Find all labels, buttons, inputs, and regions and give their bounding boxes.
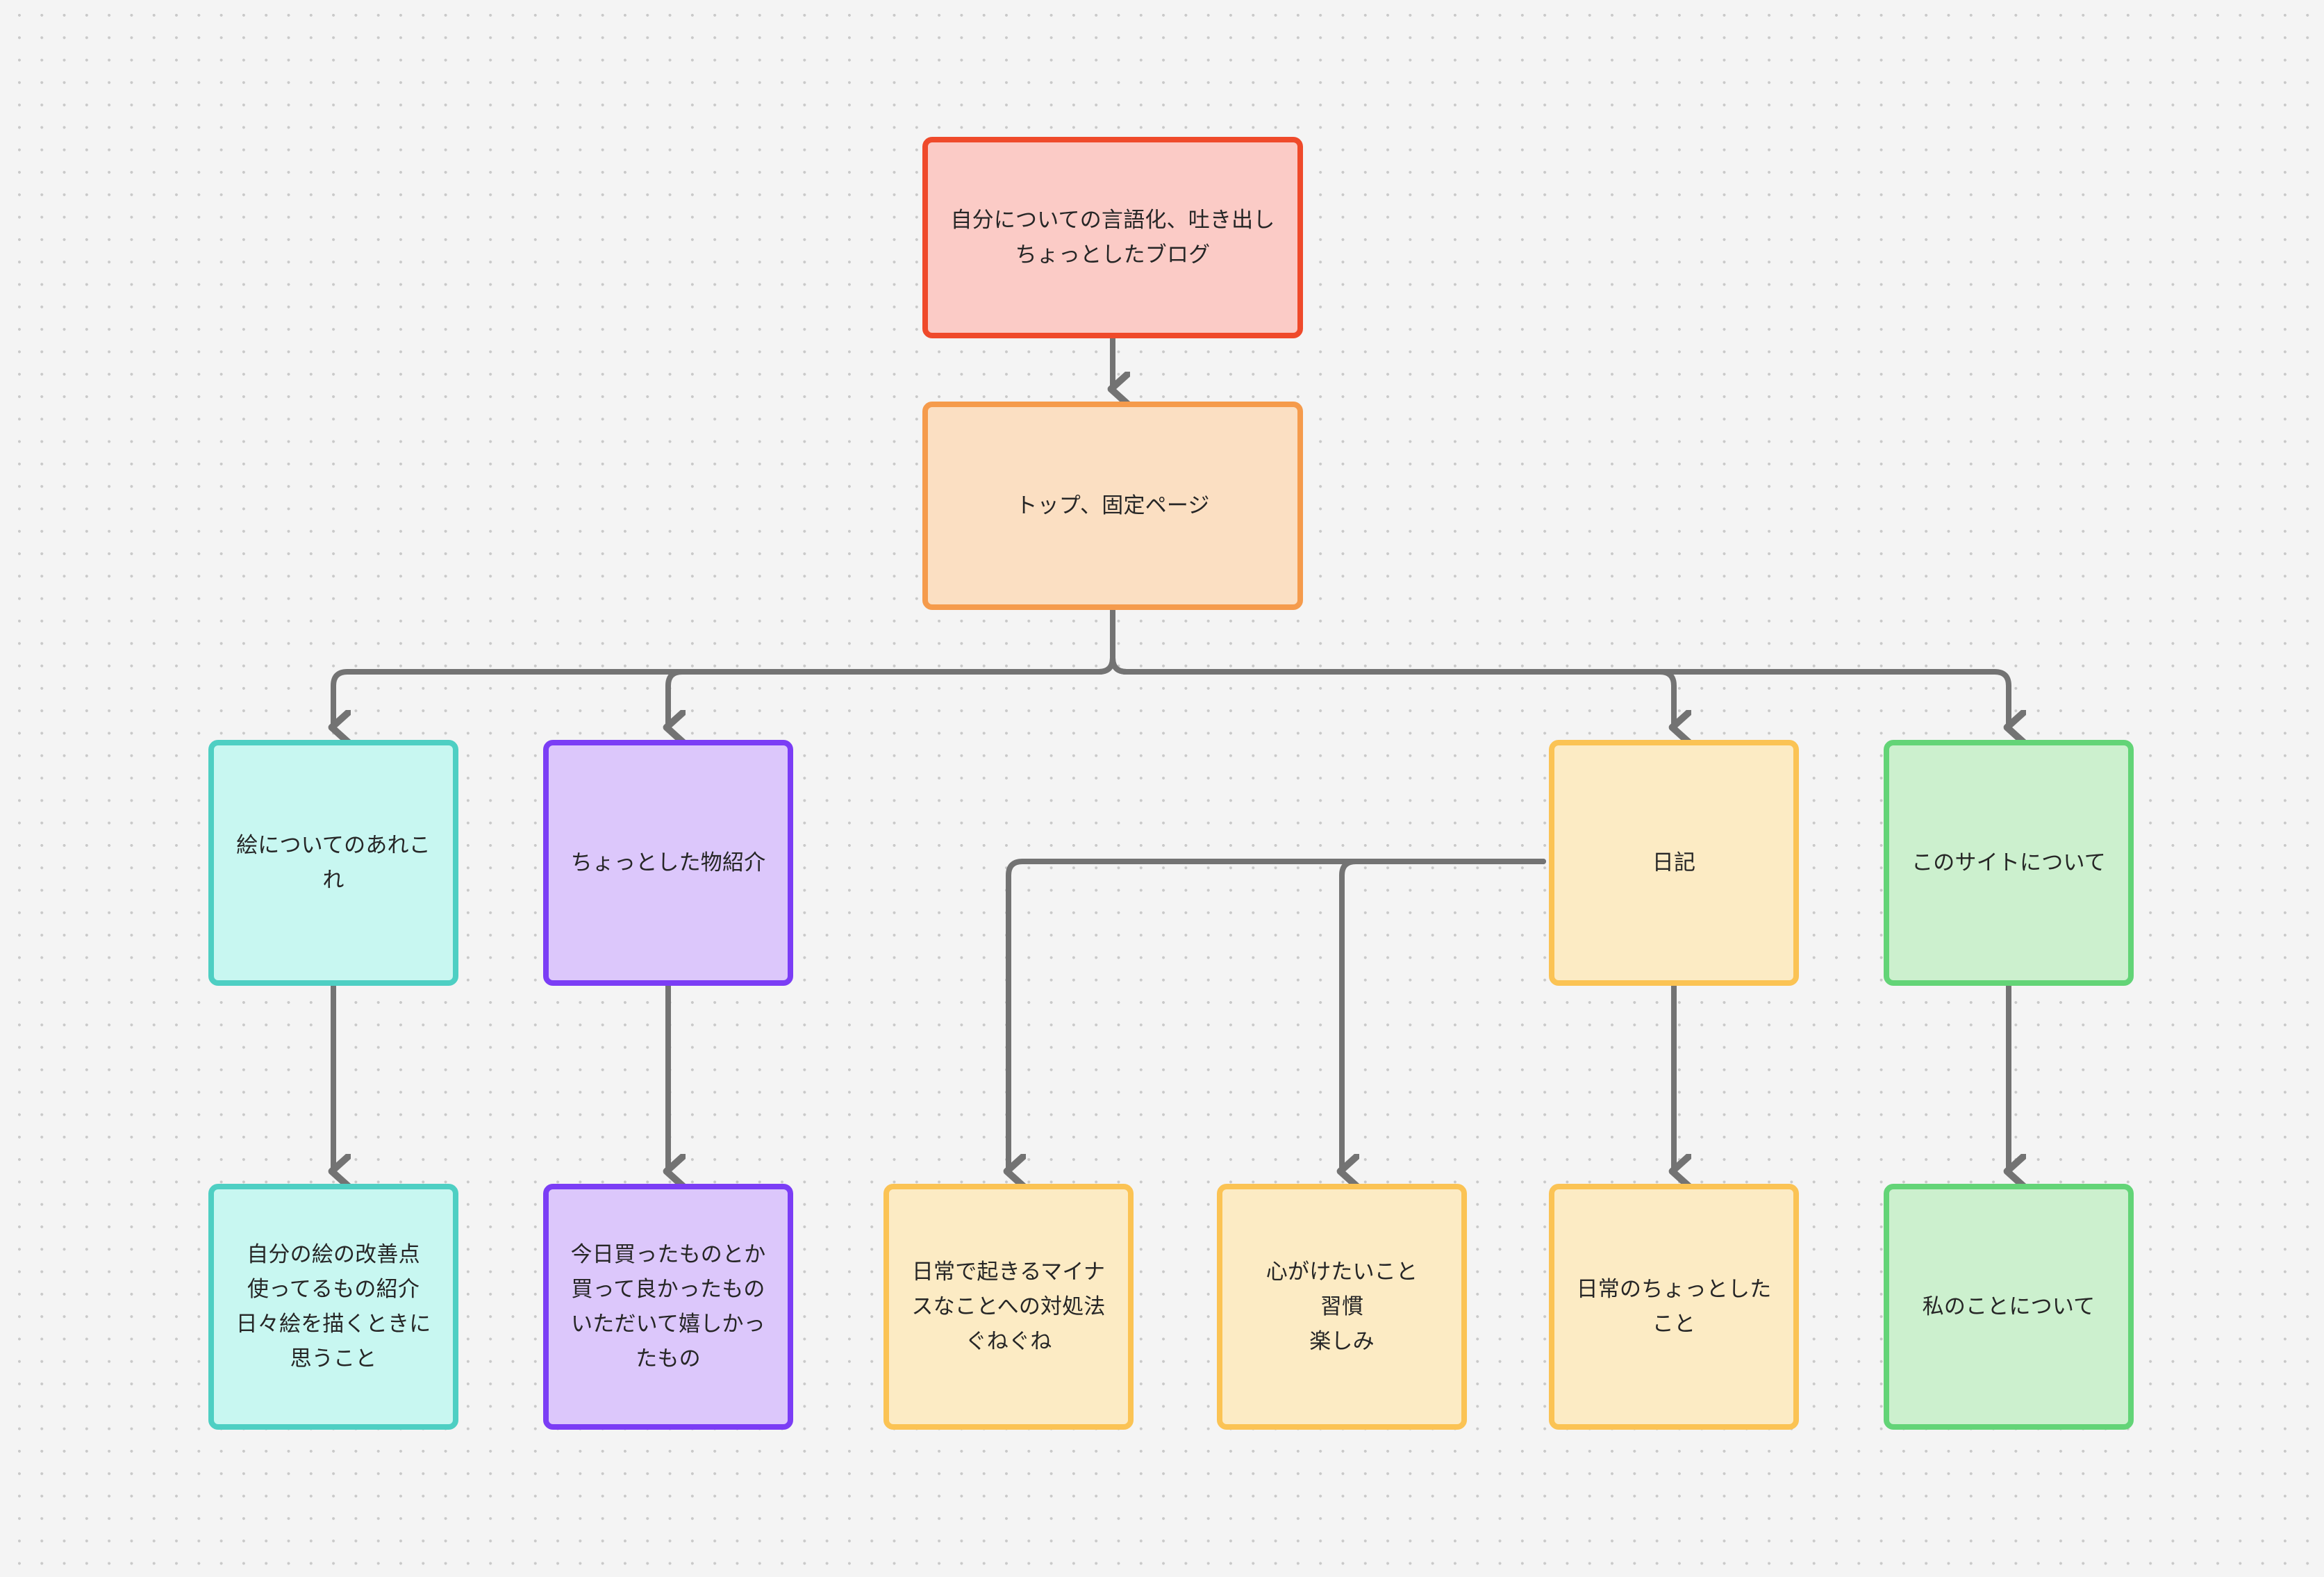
- node-negative-coping[interactable]: 日常で起きるマイナスなことへの対処法 ぐねぐね: [883, 1184, 1134, 1430]
- node-art-detail[interactable]: 自分の絵の改善点 使ってるもの紹介 日々絵を描くときに思うこと: [208, 1184, 458, 1430]
- edge-top-to-diary: [1110, 607, 1674, 727]
- edge-diary-to-negative: [1009, 859, 1546, 1171]
- node-top-page[interactable]: トップ、固定ページ: [922, 402, 1303, 610]
- node-about-me[interactable]: 私のことについて: [1884, 1184, 2134, 1430]
- node-root[interactable]: 自分についての言語化、吐き出し ちょっとしたブログ: [922, 137, 1303, 338]
- edge-top-to-art: [333, 607, 1115, 727]
- node-daily-small[interactable]: 日常のちょっとしたこと: [1549, 1184, 1799, 1430]
- edge-diary-to-mindset: [1342, 859, 1546, 1171]
- node-item-intro[interactable]: ちょっとした物紹介: [543, 740, 793, 986]
- node-art-misc[interactable]: 絵についてのあれこれ: [208, 740, 458, 986]
- edge-top-to-about-site: [1110, 607, 2009, 727]
- node-mindset[interactable]: 心がけたいこと 習慣 楽しみ: [1217, 1184, 1467, 1430]
- node-diary[interactable]: 日記: [1549, 740, 1799, 986]
- edge-top-to-item: [668, 607, 1115, 727]
- node-about-site[interactable]: このサイトについて: [1884, 740, 2134, 986]
- node-item-detail[interactable]: 今日買ったものとか 買って良かったもの いただいて嬉しかったもの: [543, 1184, 793, 1430]
